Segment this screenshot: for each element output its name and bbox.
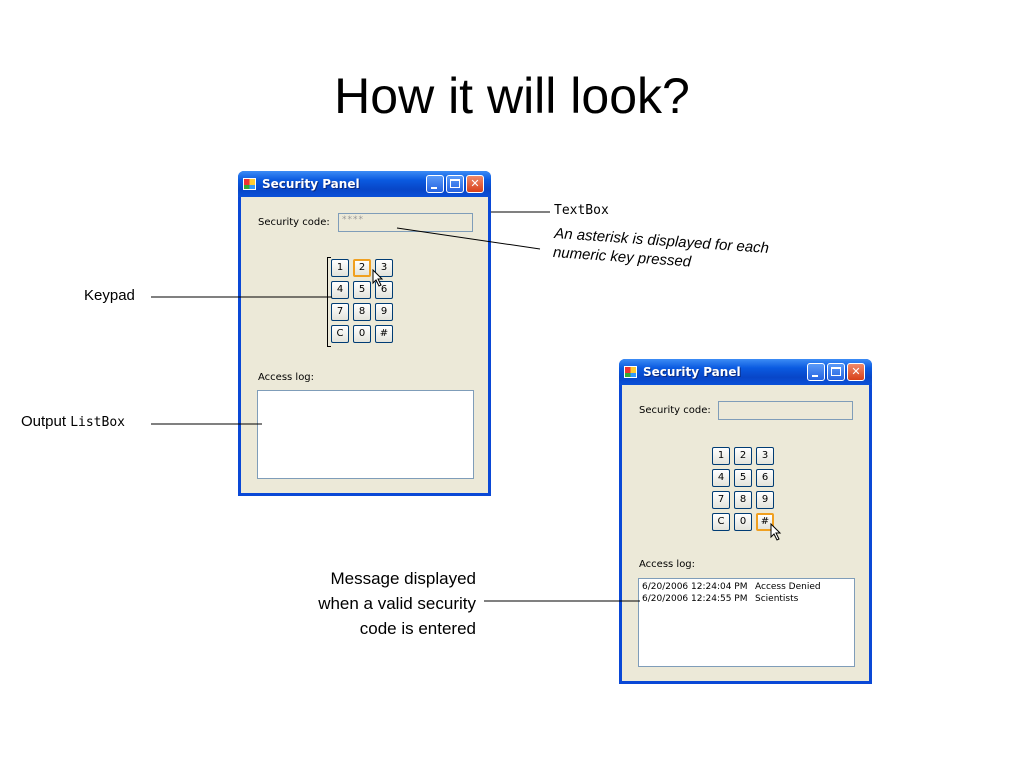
key-0[interactable]: 0	[734, 513, 752, 531]
close-button[interactable]: ✕	[466, 175, 484, 193]
maximize-icon	[831, 367, 841, 376]
maximize-icon	[450, 179, 460, 188]
maximize-button[interactable]	[827, 363, 845, 381]
output-prefix: Output	[21, 413, 67, 430]
key-1[interactable]: 1	[712, 447, 730, 465]
key-clear[interactable]: C	[331, 325, 349, 343]
minimize-button[interactable]	[807, 363, 825, 381]
key-9[interactable]: 9	[756, 491, 774, 509]
key-1[interactable]: 1	[331, 259, 349, 277]
log-time: 6/20/2006 12:24:04 PM	[642, 582, 748, 592]
message-annotation: Message displayed when a valid security …	[250, 566, 476, 641]
key-4[interactable]: 4	[712, 469, 730, 487]
security-code-textbox[interactable]: ****	[338, 213, 473, 232]
message-line-2: when a valid security	[318, 594, 476, 613]
close-button[interactable]: ✕	[847, 363, 865, 381]
window-client-area: Security code: 1 2 3 4 5 6 7 8 9 C 0 # A…	[622, 385, 869, 681]
key-2[interactable]: 2	[734, 447, 752, 465]
key-3[interactable]: 3	[756, 447, 774, 465]
keypad-bracket	[327, 257, 331, 347]
key-7[interactable]: 7	[331, 303, 349, 321]
key-7[interactable]: 7	[712, 491, 730, 509]
key-9[interactable]: 9	[375, 303, 393, 321]
app-icon	[243, 178, 256, 190]
maximize-button[interactable]	[446, 175, 464, 193]
title-bar[interactable]: Security Panel ✕	[619, 359, 872, 385]
key-0[interactable]: 0	[353, 325, 371, 343]
list-item[interactable]: 6/20/2006 12:24:04 PM Access Denied	[642, 581, 851, 593]
app-icon	[624, 366, 637, 378]
list-item[interactable]: 6/20/2006 12:24:55 PM Scientists	[642, 593, 851, 605]
access-log-listbox[interactable]	[257, 390, 474, 479]
mouse-cursor-icon	[770, 523, 782, 541]
key-5[interactable]: 5	[734, 469, 752, 487]
message-line-3: code is entered	[359, 619, 476, 638]
key-2[interactable]: 2	[353, 259, 371, 277]
window-title: Security Panel	[643, 365, 741, 379]
access-log-label: Access log:	[258, 372, 315, 383]
minimize-button[interactable]	[426, 175, 444, 193]
key-clear[interactable]: C	[712, 513, 730, 531]
key-8[interactable]: 8	[734, 491, 752, 509]
security-panel-window-right[interactable]: Security Panel ✕ Security code: 1 2 3 4 …	[619, 359, 872, 684]
access-log-label: Access log:	[639, 559, 696, 570]
key-hash[interactable]: #	[375, 325, 393, 343]
close-icon: ✕	[851, 365, 861, 378]
window-client-area: Security code: **** 1 2 3 4 5 6 7 8 9 C …	[241, 197, 488, 493]
minimize-icon	[431, 187, 437, 189]
asterisk-callout-line	[396, 227, 541, 250]
security-panel-window-left[interactable]: Security Panel ✕ Security code: **** 1 2…	[238, 171, 491, 496]
log-message: Access Denied	[755, 582, 821, 592]
access-log-listbox[interactable]: 6/20/2006 12:24:04 PM Access Denied 6/20/…	[638, 578, 855, 667]
key-4[interactable]: 4	[331, 281, 349, 299]
key-6[interactable]: 6	[756, 469, 774, 487]
close-icon: ✕	[470, 177, 480, 190]
key-8[interactable]: 8	[353, 303, 371, 321]
key-5[interactable]: 5	[353, 281, 371, 299]
mouse-cursor-icon	[372, 269, 384, 287]
slide-title: How it will look?	[334, 68, 690, 124]
log-message: Scientists	[755, 594, 799, 604]
security-code-textbox[interactable]	[718, 401, 853, 420]
log-time: 6/20/2006 12:24:55 PM	[642, 594, 748, 604]
output-listbox-annotation: Output ListBox	[21, 413, 125, 430]
key-hash[interactable]: #	[756, 513, 774, 531]
output-listbox-code: ListBox	[70, 415, 125, 430]
title-bar[interactable]: Security Panel ✕	[238, 171, 491, 197]
security-code-label: Security code:	[639, 405, 711, 416]
security-code-label: Security code:	[258, 217, 330, 228]
minimize-icon	[812, 375, 818, 377]
keypad-annotation: Keypad	[84, 287, 135, 304]
key-3[interactable]: 3	[375, 259, 393, 277]
message-line-1: Message displayed	[330, 569, 476, 588]
textbox-annotation: TextBox	[554, 203, 609, 218]
window-title: Security Panel	[262, 177, 360, 191]
